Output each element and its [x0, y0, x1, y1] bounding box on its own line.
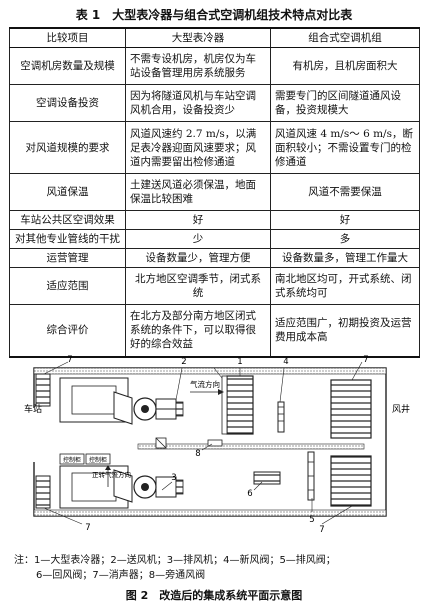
- control-cabinet-2: [85, 453, 111, 465]
- row-label: 综合评价: [9, 304, 126, 358]
- marker-6: 6: [247, 489, 252, 499]
- table-row: 风道保温 土建送风道必须保温，地面保温比较困难 风道不需要保温: [9, 173, 420, 211]
- row-label: 车站公共区空调效果: [9, 210, 126, 230]
- marker-7: 7: [319, 525, 324, 535]
- table-header-row: 比较项目 大型表冷器 组合式空调机组: [9, 27, 420, 48]
- exhaust-air-valve: [307, 451, 315, 501]
- comparison-table: 比较项目 大型表冷器 组合式空调机组 空调机房数量及规模 不需专设机房，机房仅为…: [9, 27, 420, 358]
- marker-7: 7: [363, 355, 368, 365]
- component-markers: 1 2 3 4 5 6 7 8 7 7 7: [67, 355, 368, 535]
- row-label: 适应范围: [9, 267, 126, 305]
- marker-2: 2: [181, 357, 186, 367]
- table-title: 表 1 大型表冷器与组合式空调机组技术特点对比表: [75, 8, 353, 22]
- control-cabinet-label: 控制柜: [89, 456, 107, 464]
- marker-7: 7: [85, 523, 90, 533]
- marker-5: 5: [309, 515, 314, 525]
- column-header: 组合式空调机组: [270, 27, 420, 48]
- airflow-arrows: [105, 389, 224, 487]
- cell-ahu: 风道风速 4 m/s～ 6 m/s，断面积较小；不需设置专门的检修通道: [270, 121, 420, 174]
- cell-cooler: 风道风速约 2.7 m/s，以满足表冷器迎面风速要求；风道内需要留出检修通道: [125, 121, 271, 174]
- figure-note: 注：1—大型表冷器；2—送风机；3—排风机；4—新风阀；5—排风阀； 6—回风阀…: [14, 553, 424, 583]
- cell-ahu: 适应范围广，初期投资及运营费用成本高: [270, 304, 420, 358]
- note-line: 注：1—大型表冷器；2—送风机；3—排风机；4—新风阀；5—排风阀；: [14, 555, 336, 566]
- bypass-valve: [207, 439, 223, 447]
- row-label: 对风道规模的要求: [9, 121, 126, 174]
- wall-outline: [32, 367, 387, 517]
- exhaust-fan: [113, 469, 177, 503]
- supply-fan: [113, 391, 177, 425]
- cell-ahu: 有机房，且机房面积大: [270, 47, 420, 85]
- airflow-label-bottom: 正转气流方向: [92, 470, 131, 479]
- return-air-valve: [253, 471, 281, 485]
- marker-1: 1: [237, 357, 242, 367]
- row-label: 对其他专业管线的干扰: [9, 229, 126, 249]
- row-label: 空调设备投资: [9, 84, 126, 122]
- cell-ahu: 多: [270, 229, 420, 249]
- station-label: 车站: [24, 403, 42, 415]
- marker-4: 4: [283, 357, 288, 367]
- cell-ahu: 风道不需要保温: [270, 173, 420, 211]
- cell-cooler: 在北方及部分南方地区闭式系统的条件下，可以取得很好的综合效益: [125, 304, 271, 358]
- table-row: 对其他专业管线的干扰 少 多: [9, 229, 420, 249]
- row-label: 风道保温: [9, 173, 126, 211]
- row-label: 空调机房数量及规模: [9, 47, 126, 85]
- cell-ahu: 需要专门的区间隧道通风设备，投资规模大: [270, 84, 420, 122]
- marker-8: 8: [195, 449, 200, 459]
- column-header: 比较项目: [9, 27, 126, 48]
- table-row: 空调机房数量及规模 不需专设机房，机房仅为车站设备管理用房系统服务 有机房，且机…: [9, 47, 420, 85]
- table-row: 运营管理 设备数量少，管理方便 设备数量多，管理工作量大: [9, 248, 420, 268]
- cell-ahu: 好: [270, 210, 420, 230]
- cell-cooler: 因为将隧道风机与车站空调风机合用，设备投资少: [125, 84, 271, 122]
- table-row: 空调设备投资 因为将隧道风机与车站空调风机合用，设备投资少 需要专门的区间隧道通…: [9, 84, 420, 122]
- column-header: 大型表冷器: [125, 27, 271, 48]
- cell-cooler: 好: [125, 210, 271, 230]
- cell-cooler: 土建送风道必须保温，地面保温比较困难: [125, 173, 271, 211]
- system-plan-diagram: 控制柜 控制柜 车站 风井 气流方向 正转气流方向 1 2 3 4 5 6 7 …: [22, 352, 422, 550]
- control-cabinet-1: [59, 453, 85, 465]
- cell-cooler: 北方地区空调季节，闭式系统: [125, 267, 271, 305]
- silencer-units: [35, 373, 372, 509]
- table-row: 对风道规模的要求 风道风速约 2.7 m/s，以满足表冷器迎面风速要求；风道内需…: [9, 121, 420, 174]
- fresh-air-valve: [277, 401, 285, 433]
- damper-group: [155, 401, 184, 495]
- cell-ahu: 设备数量多，管理工作量大: [270, 248, 420, 268]
- row-label: 运营管理: [9, 248, 126, 268]
- cell-cooler: 不需专设机房，机房仅为车站设备管理用房系统服务: [125, 47, 271, 85]
- leader-lines: [43, 361, 363, 525]
- table-row: 车站公共区空调效果 好 好: [9, 210, 420, 230]
- table-row: 适应范围 北方地区空调季节，闭式系统 南北地区均可，开式系统、闭式系统均可: [9, 267, 420, 305]
- cell-ahu: 南北地区均可，开式系统、闭式系统均可: [270, 267, 420, 305]
- marker-3: 3: [171, 473, 176, 483]
- figure-caption: 图 2 改造后的集成系统平面示意图: [125, 589, 303, 602]
- airflow-label-top: 气流方向: [190, 379, 220, 389]
- note-line: 6—回风阀；7—消声器；8—旁通风阀: [36, 570, 206, 581]
- shaft-label: 风井: [392, 403, 410, 415]
- table-row: 综合评价 在北方及部分南方地区闭式系统的条件下，可以取得很好的综合效益 适应范围…: [9, 304, 420, 358]
- cell-cooler: 设备数量少，管理方便: [125, 248, 271, 268]
- marker-7: 7: [67, 355, 72, 365]
- large-surface-cooler: [221, 375, 254, 435]
- control-cabinet-label: 控制柜: [63, 456, 81, 464]
- cell-cooler: 少: [125, 229, 271, 249]
